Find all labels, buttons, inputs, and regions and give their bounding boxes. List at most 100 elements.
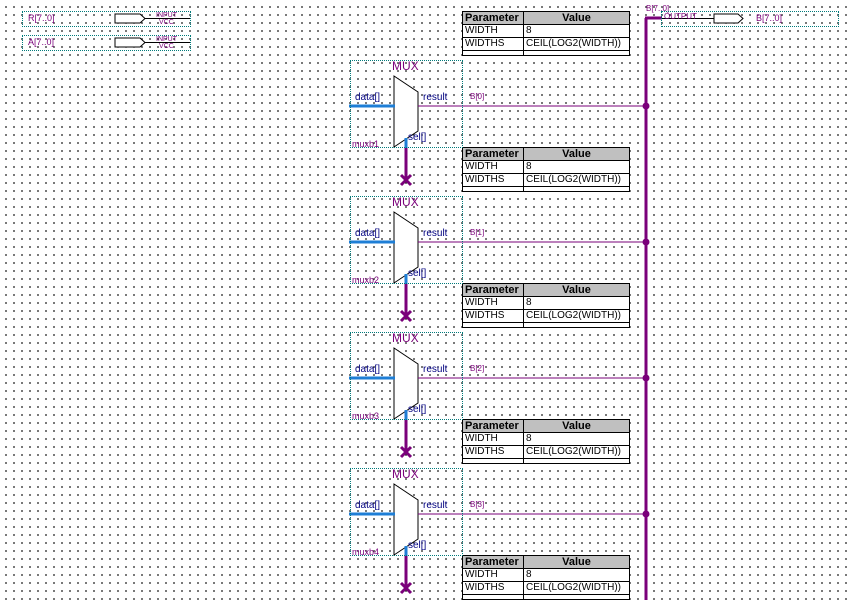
- instance-name: muxb1: [352, 139, 380, 149]
- net-label: B[1]: [470, 228, 485, 237]
- mux-trapezoid: [393, 75, 419, 148]
- mux-title: MUX: [392, 467, 419, 481]
- param-name: WIDTHS: [462, 309, 524, 323]
- unconnected-x-icon: [399, 445, 413, 459]
- param-name: WIDTH: [462, 568, 524, 582]
- pin-default: VCC: [159, 19, 174, 26]
- mux-block-muxb4[interactable]: MUX data[] result sel[] muxb4: [350, 467, 463, 557]
- parameter-header: Parameter: [462, 147, 524, 161]
- parameter-header: Parameter: [462, 555, 524, 569]
- param-value: 8: [523, 568, 630, 582]
- mux-block-muxb3[interactable]: MUX data[] result sel[] muxb3: [350, 331, 463, 421]
- value-header: Value: [523, 419, 630, 433]
- mux-title: MUX: [392, 331, 419, 345]
- mux-trapezoid: [393, 211, 419, 284]
- data-port-label: data[]: [355, 228, 381, 239]
- data-port-label: data[]: [355, 500, 381, 511]
- result-port-label: result: [423, 500, 448, 511]
- net-label: B[2]: [470, 364, 485, 373]
- junction-dot: [642, 374, 650, 382]
- pin-name: B[7..0]: [756, 13, 783, 23]
- unconnected-x-icon: [399, 581, 413, 595]
- junction-dot: [642, 510, 650, 518]
- pin-type: INPUT: [156, 12, 177, 19]
- param-value: CEIL(LOG2(WIDTH)): [523, 581, 630, 595]
- junction-dot: [642, 238, 650, 246]
- input-pin-a-symbol: [114, 37, 190, 48]
- instance-name: muxb3: [352, 411, 380, 421]
- sel-port-label: sel[]: [408, 132, 427, 143]
- param-empty: [523, 322, 630, 328]
- param-empty: [462, 50, 524, 56]
- mux-block-muxb1[interactable]: MUX data[] result sel[] muxb1: [350, 59, 463, 149]
- param-empty: [462, 594, 524, 600]
- instance-name: muxb4: [352, 547, 380, 557]
- param-value: 8: [523, 160, 630, 174]
- input-pin-r[interactable]: R[7..0] INPUT VCC: [22, 11, 191, 27]
- param-value: 8: [523, 296, 630, 310]
- param-name: WIDTHS: [462, 37, 524, 51]
- input-pin-a[interactable]: A[7..0] INPUT VCC: [22, 35, 191, 51]
- param-empty: [523, 458, 630, 464]
- param-name: WIDTH: [462, 296, 524, 310]
- result-port-label: result: [423, 228, 448, 239]
- param-name: WIDTH: [462, 24, 524, 38]
- sel-port-label: sel[]: [408, 540, 427, 551]
- output-pin-symbol: [662, 13, 744, 24]
- sel-port-label: sel[]: [408, 268, 427, 279]
- parameter-header: Parameter: [462, 11, 524, 25]
- param-value: CEIL(LOG2(WIDTH)): [523, 37, 630, 51]
- data-port-label: data[]: [355, 364, 381, 375]
- pin-name: R[7..0]: [28, 13, 55, 23]
- param-value: 8: [523, 432, 630, 446]
- pin-name: A[7..0]: [28, 37, 55, 47]
- param-empty: [462, 322, 524, 328]
- mux-title: MUX: [392, 59, 419, 73]
- result-port-label: result: [423, 364, 448, 375]
- param-name: WIDTH: [462, 160, 524, 174]
- param-empty: [523, 186, 630, 192]
- mux-title: MUX: [392, 195, 419, 209]
- net-label: B[3]: [470, 500, 485, 509]
- instance-name: muxb2: [352, 275, 380, 285]
- mux-block-muxb2[interactable]: MUX data[] result sel[] muxb2: [350, 195, 463, 285]
- data-port-label: data[]: [355, 92, 381, 103]
- param-name: WIDTHS: [462, 445, 524, 459]
- sel-port-label: sel[]: [408, 404, 427, 415]
- output-bus-label: B[7..0]: [646, 4, 670, 13]
- param-empty: [462, 458, 524, 464]
- parameter-header: Parameter: [462, 419, 524, 433]
- result-port-label: result: [423, 92, 448, 103]
- pin-type: INPUT: [156, 36, 177, 43]
- pin-type: OUTPUT: [664, 12, 697, 21]
- value-header: Value: [523, 147, 630, 161]
- param-name: WIDTHS: [462, 173, 524, 187]
- parameter-header: Parameter: [462, 283, 524, 297]
- value-header: Value: [523, 11, 630, 25]
- unconnected-x-icon: [399, 309, 413, 323]
- param-empty: [523, 594, 630, 600]
- param-value: 8: [523, 24, 630, 38]
- param-value: CEIL(LOG2(WIDTH)): [523, 309, 630, 323]
- param-name: WIDTHS: [462, 581, 524, 595]
- param-name: WIDTH: [462, 432, 524, 446]
- input-pin-r-symbol: [114, 13, 190, 24]
- net-label: B[0]: [470, 92, 485, 101]
- pin-default: VCC: [159, 43, 174, 50]
- param-empty: [523, 50, 630, 56]
- param-value: CEIL(LOG2(WIDTH)): [523, 445, 630, 459]
- param-value: CEIL(LOG2(WIDTH)): [523, 173, 630, 187]
- mux-trapezoid: [393, 483, 419, 556]
- junction-dot: [642, 102, 650, 110]
- value-header: Value: [523, 283, 630, 297]
- value-header: Value: [523, 555, 630, 569]
- param-empty: [462, 186, 524, 192]
- output-pin-b[interactable]: OUTPUT B[7..0]: [661, 11, 839, 27]
- mux-trapezoid: [393, 347, 419, 420]
